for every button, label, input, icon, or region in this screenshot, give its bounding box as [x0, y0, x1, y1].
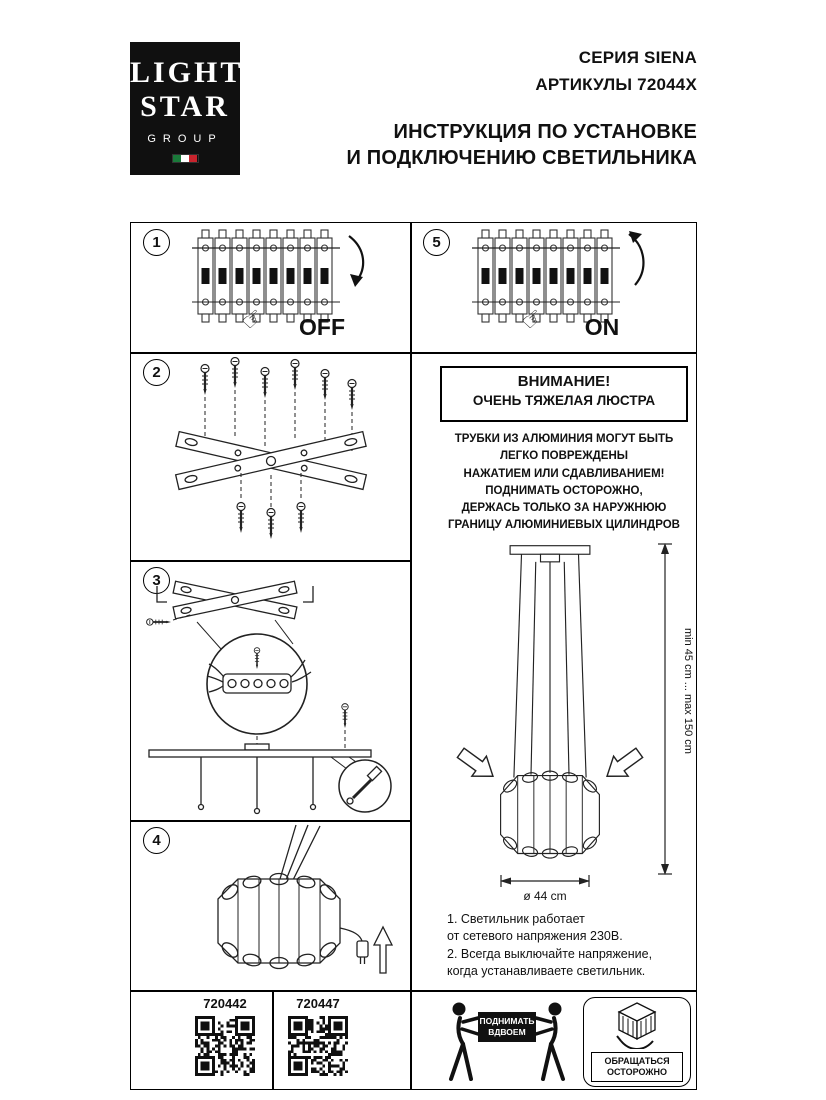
instruction-title-line2: И ПОДКЛЮЧЕНИЮ СВЕТИЛЬНИКА: [346, 147, 697, 169]
qr-code-720442: [195, 1016, 255, 1076]
circuit-breaker-off-illustration: ☞: [191, 229, 365, 328]
arrow-up-outline-icon: [372, 925, 394, 974]
grid-line: [130, 990, 697, 992]
warning-box: ВНИМАНИЕ! ОЧЕНЬ ТЯЖЕЛАЯ ЛЮСТРА: [440, 366, 688, 422]
logo-group: GROUP: [147, 133, 223, 146]
series-title: СЕРИЯ SIENA: [578, 48, 697, 67]
lift-two-person-icon: [449, 1002, 565, 1081]
grid-line: [130, 352, 697, 354]
italian-flag-icon: [171, 154, 199, 164]
grid-line: [410, 222, 412, 1090]
table-border: [130, 222, 697, 1090]
handle-with-care-label: ОБРАЩАТЬСЯ ОСТОРОЖНО: [591, 1052, 683, 1082]
step-number-3-text: 3: [152, 572, 161, 589]
lift-two-person-label: ПОДНИМАТЬ ВДВОЕМ: [479, 1015, 535, 1037]
block-arrow-left-icon: [456, 747, 494, 777]
step-number-5-text: 5: [432, 234, 441, 251]
articles-title: АРТИКУЛЫ 72044X: [535, 75, 697, 94]
step-number-2: 2: [143, 359, 170, 386]
warning-subtitle: ОЧЕНЬ ТЯЖЕЛАЯ ЛЮСТРА: [472, 393, 656, 408]
article-code-720442: 720442: [203, 996, 247, 1011]
mounting-bracket-illustration: [174, 357, 368, 541]
usage-notes: 1. Светильник работает от сетевого напря…: [447, 912, 653, 978]
chandelier-illustration: [217, 824, 394, 974]
grid-line: [130, 560, 412, 562]
step-number-1: 1: [143, 229, 170, 256]
step-number-4: 4: [143, 827, 170, 854]
warning-body: ТРУБКИ ИЗ АЛЮМИНИЯ МОГУТ БЫТЬ ЛЕГКО ПОВР…: [448, 433, 680, 532]
logo-light: LIGHT: [130, 56, 244, 89]
dimension-arrow-horizontal: [500, 875, 590, 887]
qr-code-720447: [288, 1016, 348, 1076]
wiring-connection-illustration: [145, 580, 392, 815]
chandelier-height-illustration: [456, 545, 644, 859]
diameter-label: ø 44 cm: [523, 889, 567, 903]
step-number-5: 5: [423, 229, 450, 256]
step-number-1-text: 1: [152, 234, 161, 251]
logo-star: STAR: [140, 89, 230, 123]
height-range-label: min 45 cm ... max 150 cm: [682, 628, 694, 754]
step-number-2-text: 2: [152, 364, 161, 381]
document-header: СЕРИЯ SIENA АРТИКУЛЫ 72044X ИНСТРУКЦИЯ П…: [300, 48, 697, 170]
article-code-720447: 720447: [296, 996, 340, 1011]
dimension-arrow-vertical: [658, 543, 672, 875]
warning-title: ВНИМАНИЕ!: [517, 373, 611, 390]
grid-line: [130, 820, 412, 822]
handle-with-care-icon: [616, 1002, 657, 1049]
circuit-breaker-on-illustration: ☞: [471, 229, 645, 328]
arrow-up-icon: [628, 233, 645, 286]
grid-line: [272, 990, 274, 1090]
lightstar-logo: LIGHT STAR GROUP: [130, 42, 240, 175]
instruction-title-line1: ИНСТРУКЦИЯ ПО УСТАНОВКЕ: [393, 121, 697, 143]
step-number-4-text: 4: [152, 832, 161, 849]
power-state-on: ON: [584, 314, 620, 340]
block-arrow-right-icon: [606, 747, 644, 777]
power-state-off: OFF: [299, 314, 345, 340]
